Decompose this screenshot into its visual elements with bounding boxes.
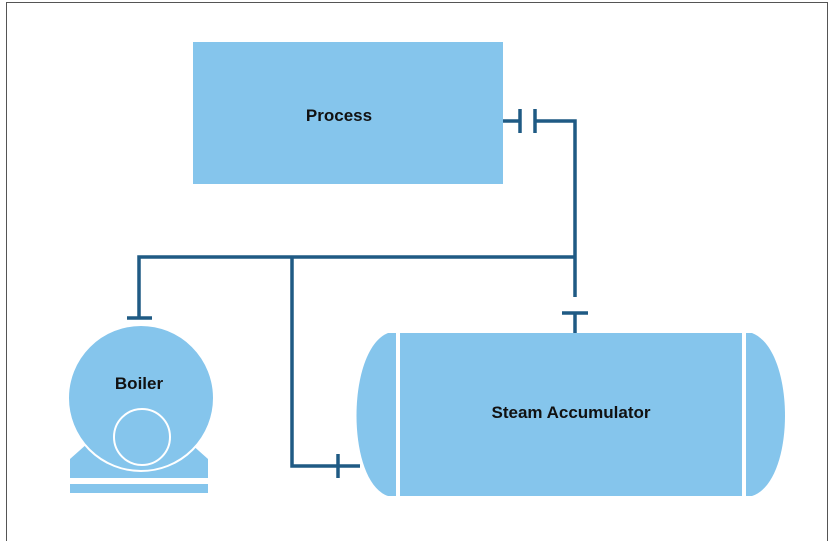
accumulator-left-cap <box>356 333 396 496</box>
process-unit: Process <box>193 42 503 184</box>
boiler-door <box>113 408 171 466</box>
process-box <box>193 42 503 184</box>
boiler-label: Boiler <box>115 374 164 393</box>
accumulator-right-cap <box>746 333 785 496</box>
boiler-shell <box>67 324 215 472</box>
flanges <box>127 109 588 478</box>
steam-accumulator: Steam Accumulator <box>356 333 785 496</box>
process-return-pipe <box>535 119 577 297</box>
boiler: Boiler <box>67 324 215 493</box>
accumulator-label: Steam Accumulator <box>491 403 650 422</box>
boiler-base <box>70 484 208 493</box>
process-label: Process <box>306 106 372 125</box>
main-header-pipe <box>137 255 575 318</box>
accumulator-body <box>400 333 742 496</box>
